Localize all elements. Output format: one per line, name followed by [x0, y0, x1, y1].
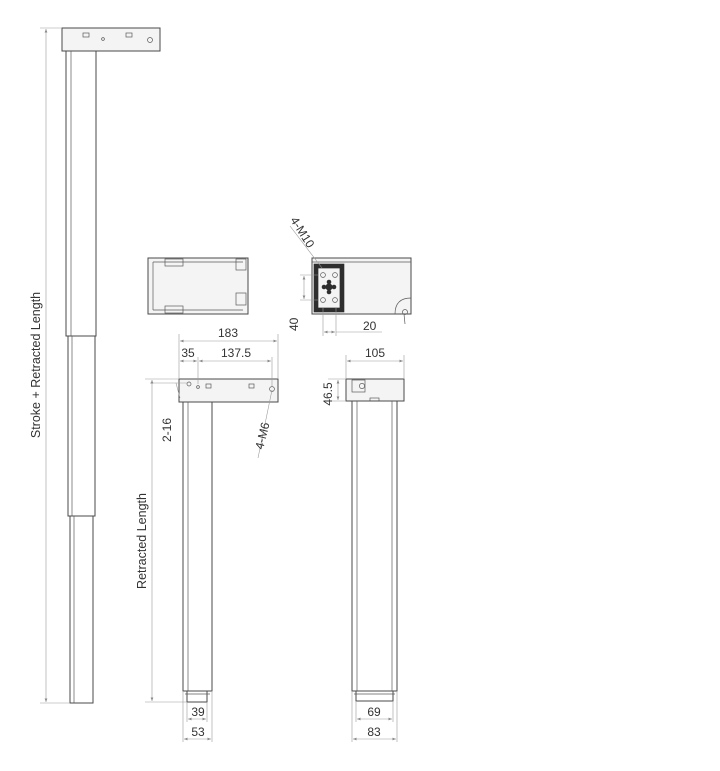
- side-plate-block: [351, 379, 366, 393]
- label-137-5: 137.5: [221, 346, 251, 360]
- plan-tab: [164, 305, 184, 314]
- cable: [403, 313, 406, 325]
- label-39: 39: [191, 705, 205, 719]
- plate-bottom-view: 4-M10 40 20: [287, 214, 412, 336]
- label-2-16: 2-16: [160, 418, 174, 442]
- label-83: 83: [367, 725, 381, 739]
- slot-detail: [248, 383, 255, 389]
- retracted-length-label: Retracted Length: [135, 493, 149, 589]
- hole-detail: [147, 37, 153, 43]
- plate-hole: [196, 385, 200, 389]
- label-4-m6: 4-M6: [252, 420, 272, 450]
- plate-plan-view: [147, 257, 249, 315]
- m10-hole: [332, 297, 338, 303]
- plan-tab: [164, 258, 184, 267]
- plate-hole: [186, 381, 192, 387]
- m6-leader: [257, 389, 273, 459]
- label-183: 183: [218, 326, 238, 340]
- label-69: 69: [367, 705, 381, 719]
- m10-hole: [320, 297, 326, 303]
- front-tube: [182, 401, 213, 692]
- m10-hole: [320, 272, 326, 278]
- extended-leg-view: Stroke + Retracted Length: [29, 27, 161, 704]
- label-35: 35: [181, 346, 195, 360]
- retracted-side-view: 105 46.5 69 83: [321, 346, 405, 742]
- stroke-plus-retracted-label: Stroke + Retracted Length: [29, 292, 43, 438]
- boss-lobe: [321, 284, 327, 290]
- label-53: 53: [191, 725, 205, 739]
- boss-lobe: [326, 289, 332, 295]
- center-boss: [325, 283, 333, 291]
- m10-leader: [289, 225, 323, 269]
- m10-hole: [332, 272, 338, 278]
- extended-inner-tube: [69, 515, 94, 704]
- label-20: 20: [363, 319, 377, 333]
- label-46-5: 46.5: [321, 382, 335, 406]
- boss-lobe: [326, 279, 332, 285]
- boss-lobe: [331, 284, 337, 290]
- extended-top-plate: [61, 27, 161, 52]
- side-foot: [355, 690, 394, 702]
- slot-detail: [125, 32, 133, 38]
- slot-detail: [82, 32, 90, 38]
- hole-detail: [101, 37, 105, 41]
- front-foot: [186, 690, 208, 703]
- corner-arc: [394, 297, 412, 315]
- hole-leader: [175, 382, 181, 399]
- label-40: 40: [287, 317, 301, 331]
- front-top-plate: [178, 378, 279, 403]
- plan-plate-outline: [147, 257, 249, 315]
- plan-tab: [235, 292, 247, 306]
- side-plate-hole: [359, 383, 365, 389]
- plan-tab: [235, 258, 247, 271]
- side-tube: [351, 400, 398, 692]
- extended-outer-tube: [65, 50, 97, 337]
- slot-detail: [205, 383, 212, 389]
- label-105: 105: [365, 346, 385, 360]
- retracted-front-view: 183 35 137.5 2-16 4-M6 Retracted Length …: [135, 326, 279, 742]
- label-4-m10: 4-M10: [287, 214, 317, 251]
- cable-outlet: [402, 309, 408, 315]
